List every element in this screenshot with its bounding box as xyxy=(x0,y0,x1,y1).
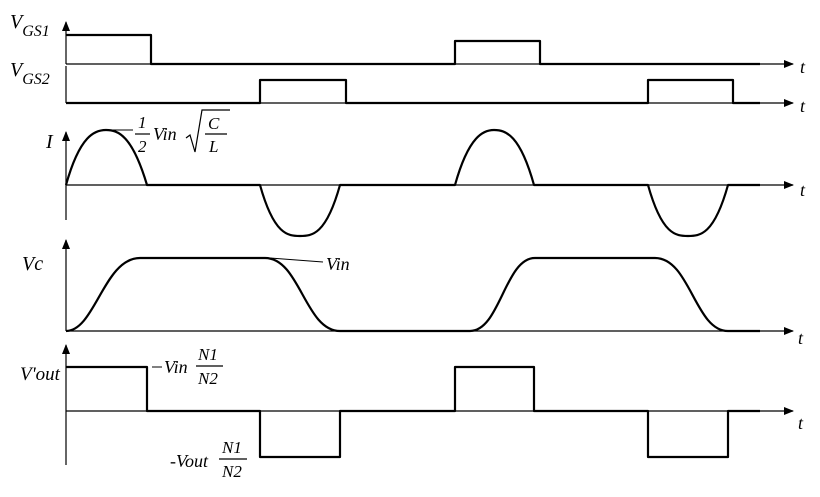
peak-coef-den: 2 xyxy=(138,137,147,156)
vout-pos-den: N2 xyxy=(197,369,218,388)
peak-root-num: C xyxy=(208,114,220,133)
vgs2-label: VGS2 xyxy=(10,59,50,88)
vgs1-waveform xyxy=(66,33,760,66)
current-peak-annotation: 1 2 Vin C L xyxy=(135,109,230,156)
vgs1-panel: t VGS1 xyxy=(10,11,806,77)
vout-neg-prefix: -Vout xyxy=(170,451,209,471)
vout-label: V'out xyxy=(20,364,61,385)
vout-neg-level: -Vout N1 N2 xyxy=(170,438,247,481)
vgs1-label: VGS1 xyxy=(10,11,50,40)
vc-waveform xyxy=(65,256,760,333)
vout-pos-level: Vin N1 N2 xyxy=(164,345,223,388)
vgs1-time-label: t xyxy=(800,57,806,77)
vout-time-label: t xyxy=(798,413,804,433)
vc-level-leader xyxy=(269,257,324,263)
current-panel: t I 1 2 Vin C L xyxy=(45,109,806,238)
current-waveform xyxy=(64,128,760,238)
peak-root-den: L xyxy=(208,137,218,156)
sqrt-sign xyxy=(185,109,230,153)
vout-pos-num: N1 xyxy=(197,345,218,364)
peak-coef-num: 1 xyxy=(138,113,147,132)
vout-panel: t V'out Vin N1 N2 -Vout N1 N2 xyxy=(20,344,804,481)
peak-var: Vin xyxy=(153,124,177,144)
vout-neg-num: N1 xyxy=(221,438,242,457)
vgs2-panel: t VGS2 xyxy=(10,59,806,116)
vgs2-waveform xyxy=(66,78,760,105)
current-time-label: t xyxy=(800,180,806,200)
vc-time-label: t xyxy=(798,328,804,348)
vout-waveform xyxy=(66,365,760,459)
vout-pos-prefix: Vin xyxy=(164,357,188,377)
vc-label: Vc xyxy=(22,253,43,275)
vgs2-time-label: t xyxy=(800,96,806,116)
vc-panel: t Vc Vin xyxy=(22,239,804,348)
vout-neg-den: N2 xyxy=(221,462,242,481)
vc-level-label: Vin xyxy=(326,254,350,274)
current-label: I xyxy=(45,131,54,153)
